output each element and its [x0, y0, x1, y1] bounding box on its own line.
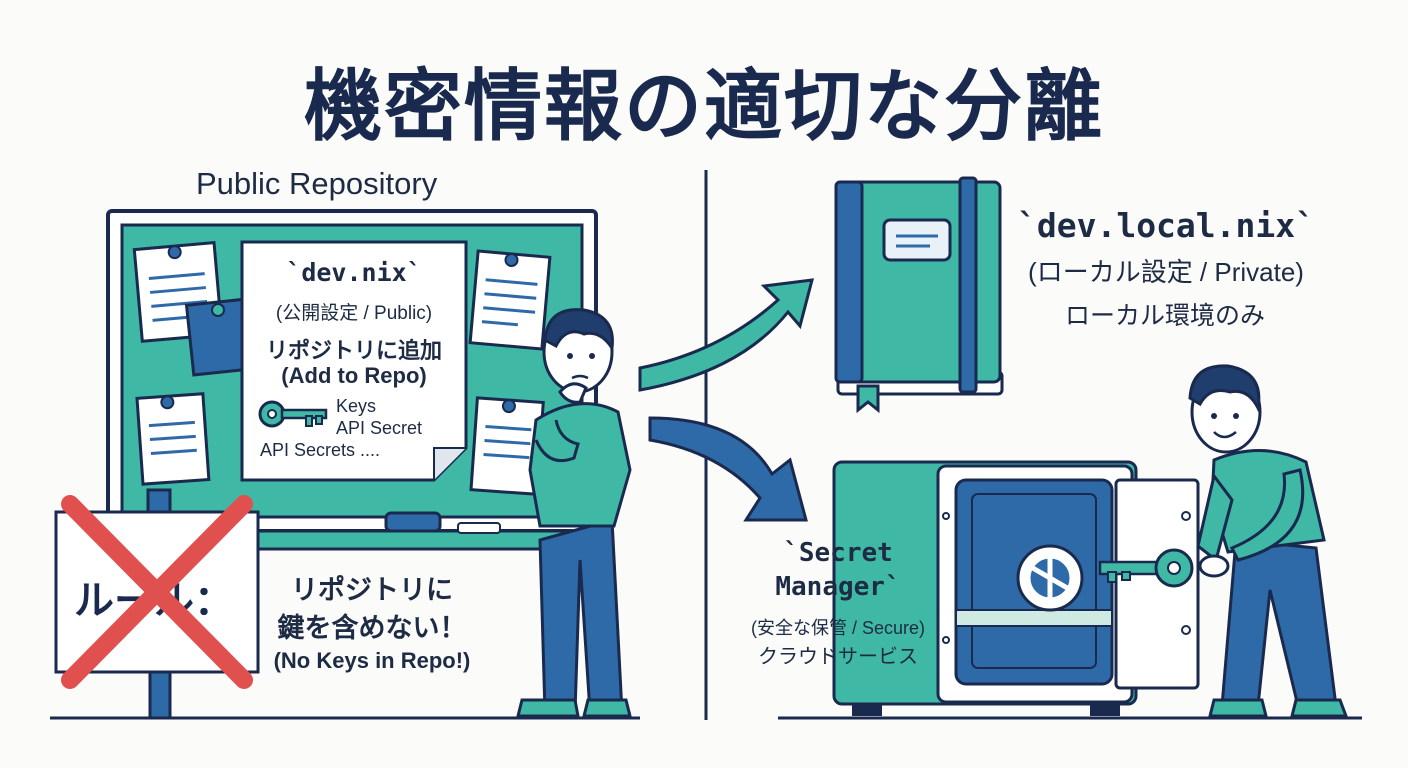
- note-filename: `dev.nix`: [286, 258, 422, 287]
- key-icon: [1098, 548, 1194, 588]
- sign-rule-label: ルール：: [74, 579, 234, 623]
- local-subtitle: (ローカル設定 / Private): [1028, 257, 1304, 287]
- safe-icon: [832, 460, 1200, 716]
- page-title: 機密情報の適切な分離: [303, 62, 1104, 152]
- happy-person-figure: [1188, 364, 1349, 718]
- arrow-to-local: [638, 278, 815, 392]
- note-action-jp: リポジトリに追加: [265, 338, 442, 363]
- worried-person-figure: [516, 308, 632, 718]
- secret-desc: クラウドサービス: [758, 646, 918, 668]
- note-item-api-secret: API Secret: [336, 418, 423, 438]
- pinned-note: [468, 249, 552, 351]
- rule-text-jp-2: 鍵を含めない！: [277, 613, 467, 643]
- note-action-en: (Add to Repo): [281, 363, 427, 388]
- secret-subtitle: (安全な保管 / Secure): [750, 618, 926, 638]
- rule-text-jp-1: リポジトリに: [291, 575, 453, 605]
- pinned-note: [135, 392, 211, 486]
- rule-text-en: (No Keys in Repo!): [273, 648, 471, 673]
- note-subtitle: (公開設定 / Public): [275, 303, 433, 324]
- secret-manager-line1: `Secret: [783, 538, 893, 568]
- local-desc: ローカル環境のみ: [1064, 302, 1265, 330]
- note-item-keys: Keys: [336, 396, 377, 416]
- note-item-api-secrets: API Secrets ....: [260, 440, 381, 460]
- public-repo-heading: Public Repository: [196, 166, 438, 201]
- key-icon: [258, 400, 328, 428]
- notebook-icon: [834, 176, 1004, 414]
- secret-manager-line2: Manager`: [775, 572, 901, 602]
- local-filename: `dev.local.nix`: [1016, 206, 1315, 245]
- arrow-to-secret: [648, 416, 808, 522]
